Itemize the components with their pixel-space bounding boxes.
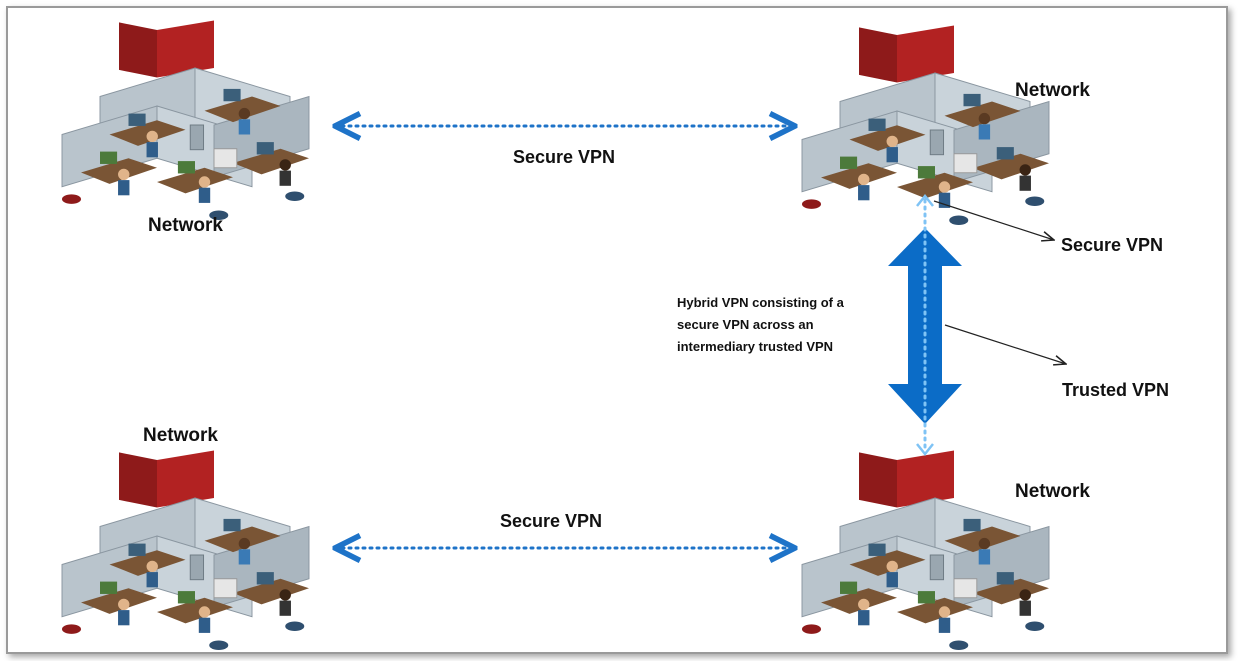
secure-vpn-label-bottom: Secure VPN (500, 511, 603, 531)
secure-vpn-label-right: Secure VPN (1061, 235, 1164, 255)
office-network-icon-bottom-left (61, 450, 310, 651)
hybrid-note-line-1: Hybrid VPN consisting of a (677, 295, 844, 310)
hybrid-note-line-2: secure VPN across an (677, 317, 814, 332)
network-label-bottom-left: Network (143, 425, 218, 446)
callout-line-secure-vpn (933, 200, 1054, 240)
secure-vpn-arrowhead-down (916, 443, 934, 457)
network-label-top-right: Network (1015, 80, 1090, 101)
secure-vpn-arrowhead-up (916, 193, 934, 207)
trusted-vpn-label: Trusted VPN (1062, 380, 1170, 400)
office-network-icon-top-left (61, 20, 310, 221)
network-label-top-left: Network (148, 215, 223, 236)
network-label-bottom-right: Network (1015, 481, 1090, 502)
callout-line-trusted-vpn (944, 324, 1066, 364)
office-network-icon-bottom-right (801, 450, 1050, 651)
hybrid-vpn-note: Hybrid VPN consisting of a secure VPN ac… (677, 292, 907, 358)
hybrid-note-line-3: intermediary trusted VPN (677, 339, 834, 354)
secure-vpn-label-top: Secure VPN (513, 147, 616, 167)
